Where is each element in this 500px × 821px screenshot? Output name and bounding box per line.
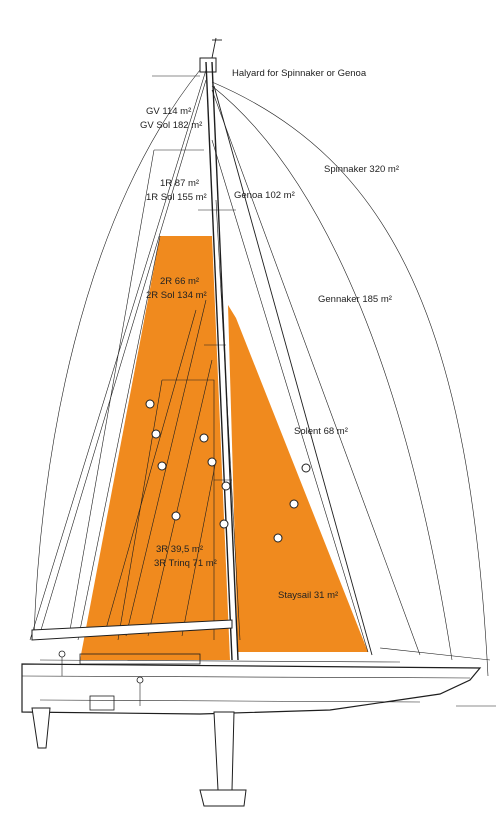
solent-leech xyxy=(211,139,369,653)
mast xyxy=(205,61,233,661)
hull-outline xyxy=(21,663,482,715)
label-3r: 3R 39,5 m² xyxy=(156,544,203,555)
label-3r-trinq: 3R Trinq 71 m² xyxy=(154,558,217,569)
label-1r-sol: 1R Sol 155 m² xyxy=(146,192,207,203)
rudder xyxy=(31,707,51,749)
label-solent: Solent 68 m² xyxy=(294,426,348,437)
label-1r: 1R 87 m² xyxy=(160,178,199,189)
label-2r-sol: 2R Sol 134 m² xyxy=(146,290,207,301)
keel-bulb xyxy=(199,789,247,807)
genoa-leech xyxy=(211,89,421,656)
label-gv-sol: GV Sol 182 m² xyxy=(140,120,202,131)
mainsail-fill xyxy=(80,236,230,660)
sail-outlines xyxy=(33,69,489,677)
staysail-fill xyxy=(228,305,368,652)
backstay xyxy=(29,69,207,641)
keel-fin xyxy=(213,711,235,791)
label-genoa: Genoa 102 m² xyxy=(234,190,295,201)
hull xyxy=(21,647,496,715)
label-staysail: Staysail 31 m² xyxy=(278,590,338,601)
gennaker-outline xyxy=(211,85,453,661)
spinnaker-outline xyxy=(211,81,489,677)
boom xyxy=(31,619,233,641)
label-halyard: Halyard for Spinnaker or Genoa xyxy=(232,68,367,79)
forestay xyxy=(213,85,373,656)
shroud xyxy=(215,199,241,641)
masthead xyxy=(199,57,217,73)
keel-and-rudder xyxy=(31,707,247,807)
label-spinnaker: Spinnaker 320 m² xyxy=(324,164,399,175)
mainsail-roach xyxy=(33,69,201,637)
mast-rig xyxy=(29,37,373,661)
label-gv: GV 114 m² xyxy=(146,106,191,117)
sail-marks xyxy=(145,399,311,543)
label-gennaker: Gennaker 185 m² xyxy=(318,294,392,305)
label-2r: 2R 66 m² xyxy=(160,276,199,287)
r3-reef-box xyxy=(162,379,215,640)
